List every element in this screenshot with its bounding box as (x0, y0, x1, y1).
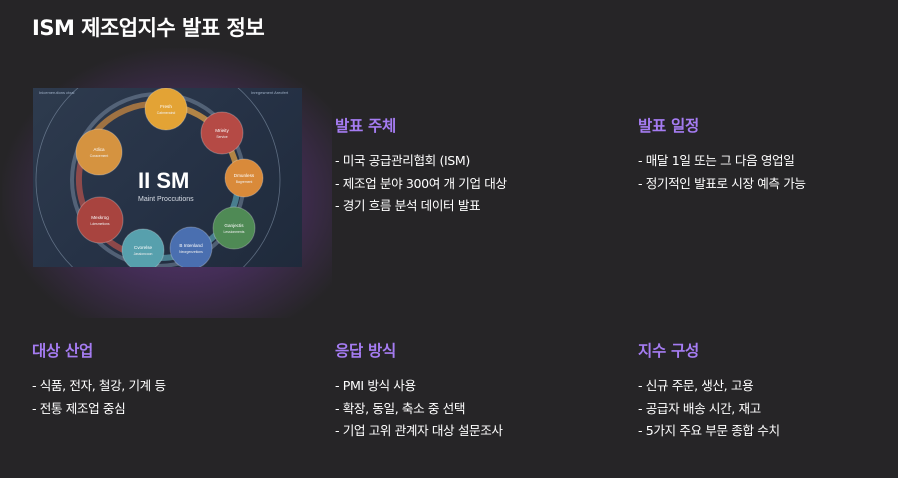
hero-corner-text-left: Inicemerutions ctxal (39, 90, 74, 95)
section-heading: 발표 일정 (638, 117, 699, 135)
hero-node-title: Ganjectis (224, 223, 244, 228)
section-heading: 응답 방식 (335, 342, 396, 360)
list-item: - 정기적인 발표로 시장 예측 가능 (638, 175, 806, 191)
page-title: ISM 제조업지수 발표 정보 (32, 16, 265, 40)
hero-center-subtitle: Maint Proccutions (138, 196, 194, 203)
hero-node-title: Cvorelse (134, 245, 153, 250)
hero-node-subtitle: Coracement (90, 154, 109, 158)
section-schedule: 발표 일정 - 매달 1일 또는 그 다음 영업일 - 정기적인 발표로 시장 … (638, 114, 888, 195)
hero-node-subtitle: Jassioncoon (134, 252, 153, 256)
list-item: - 경기 흐름 분석 데이터 발표 (335, 198, 481, 213)
hero-node-circle (212, 206, 256, 250)
hero-corner-text-right: Inregesment Arecfert (251, 90, 289, 95)
hero-node-circle (75, 128, 123, 176)
hero-center-title: II SM (138, 168, 189, 193)
list-item: - 확장, 동일, 축소 중 선택 (335, 400, 466, 416)
list-item: - 전통 제조업 중심 (32, 400, 126, 416)
section-publisher: 발표 주체 - 미국 공급관리협회 (ISM) - 제조업 분야 300여 개 … (335, 114, 585, 218)
hero-node-circle (169, 226, 213, 267)
hero-node-title: Mexkrog (91, 215, 109, 220)
section-industry: 대상 산업 - 식품, 전자, 철강, 기계 등 - 전통 제조업 중심 (32, 339, 282, 420)
ism-cycle-diagram: FreshCabmeraindMrieityServiceDmunlessBag… (35, 88, 289, 267)
hero-node-subtitle: Neorgenzetions (179, 250, 203, 254)
section-heading: 지수 구성 (638, 342, 699, 360)
hero-node-title: Atlica (93, 147, 105, 152)
hero-node-subtitle: Ldesmetions (90, 222, 110, 226)
section-heading: 대상 산업 (32, 342, 93, 360)
list-item: - 식품, 전자, 철강, 기계 등 (32, 378, 166, 393)
list-item: - 신규 주문, 생산, 고용 (638, 378, 754, 393)
hero-node-title: Fresh (160, 104, 172, 109)
list-item: - 5가지 주요 부문 종합 수치 (638, 423, 780, 438)
hero-node-circle (144, 88, 188, 131)
hero-node-subtitle: Lessionments (224, 230, 245, 234)
list-item: - 기업 고위 관계자 대상 설문조사 (335, 423, 503, 438)
section-structure: 지수 구성 - 신규 주문, 생산, 고용 - 공급자 배송 시간, 재고 - … (638, 339, 888, 443)
hero-node-title: Dmunless (234, 173, 255, 178)
hero-node-title: Mrieity (215, 128, 229, 133)
hero-node-circle (200, 111, 244, 155)
hero-node-circle (224, 158, 264, 198)
list-item: - 미국 공급관리협회 (ISM) (335, 153, 470, 168)
list-item: - 매달 1일 또는 그 다음 영업일 (638, 153, 795, 168)
section-heading: 발표 주체 (335, 117, 396, 135)
hero-node-subtitle: Bagrement (236, 180, 253, 184)
list-item: - 제조업 분야 300여 개 기업 대상 (335, 175, 507, 191)
list-item: - PMI 방식 사용 (335, 378, 416, 393)
hero-node-circle (121, 228, 165, 267)
hero-node-circle (76, 196, 124, 244)
hero-node-subtitle: Cabmeraind (157, 111, 176, 115)
section-method: 응답 방식 - PMI 방식 사용 - 확장, 동일, 축소 중 선택 - 기업… (335, 339, 585, 443)
hero-node-subtitle: Service (216, 135, 227, 139)
hero-node-title: B Intenland (179, 243, 203, 248)
list-item: - 공급자 배송 시간, 재고 (638, 400, 761, 416)
